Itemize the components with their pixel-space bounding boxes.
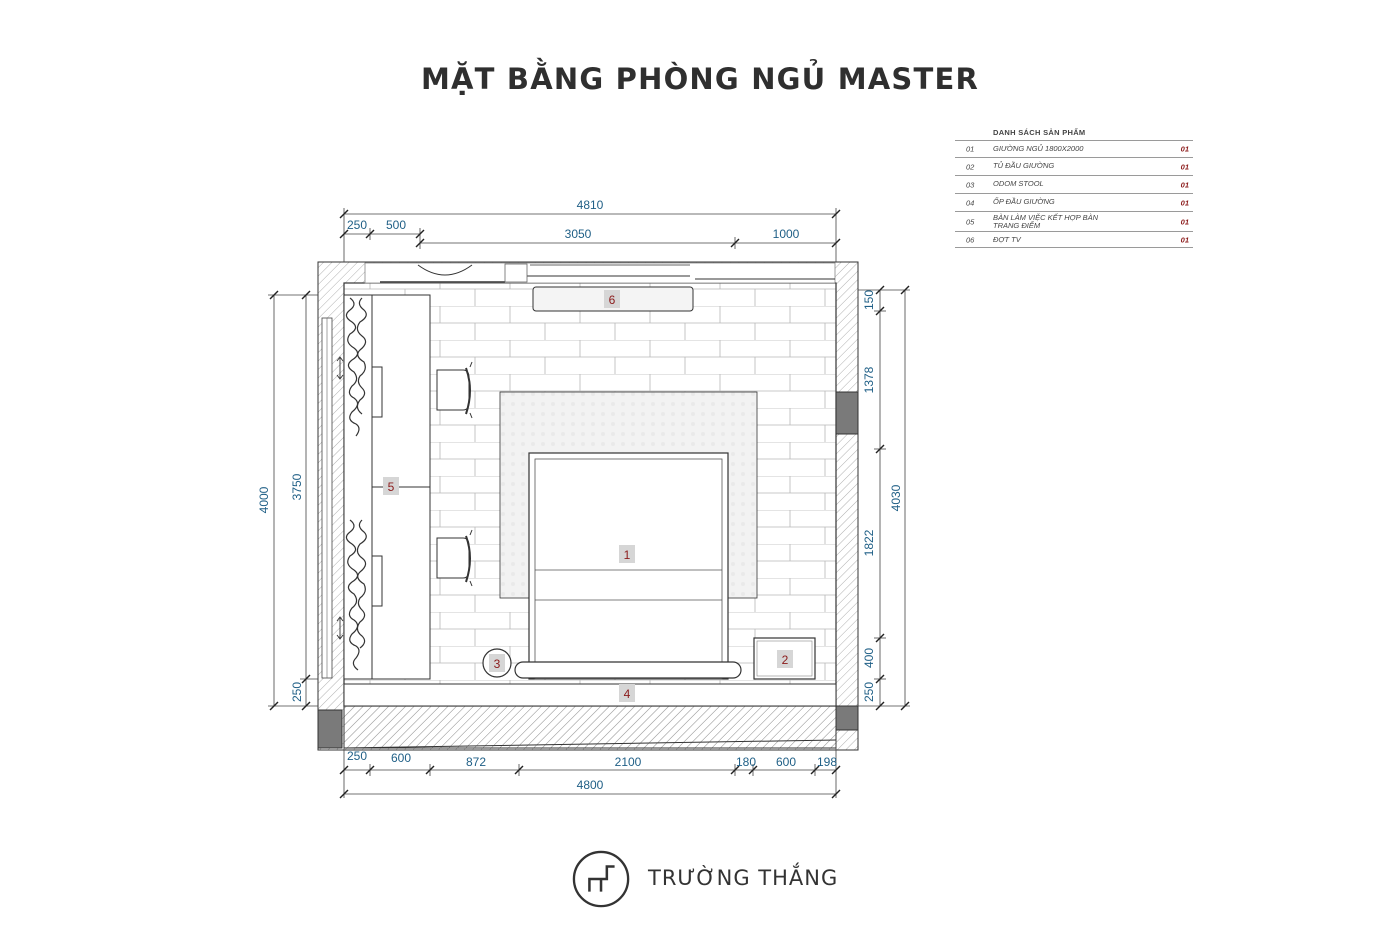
product-row: 04 ỐP ĐẦU GIƯỜNG 01	[955, 193, 1193, 211]
product-name: ĐỢT TV	[993, 235, 1021, 244]
dim-bottom-e: 180	[736, 755, 756, 769]
product-row: 06 ĐỢT TV 01	[955, 231, 1193, 248]
dim-bottom-c: 872	[466, 755, 486, 769]
product-number: 04	[966, 198, 975, 207]
dim-left-bottom: 250	[290, 682, 304, 702]
dim-left-inner: 3750	[290, 473, 304, 500]
dim-right-total: 4030	[889, 484, 903, 511]
product-name: ODOM STOOL	[993, 179, 1044, 188]
product-name: TỦ ĐẦU GIƯỜNG	[993, 161, 1055, 170]
product-name: GIƯỜNG NGỦ 1800x2000	[993, 144, 1084, 153]
dim-left-outer: 4000	[257, 486, 271, 513]
dim-bottom-f: 600	[776, 755, 796, 769]
dim-top-total: 4810	[577, 198, 604, 212]
dim-top-d: 1000	[773, 227, 800, 241]
product-row: 02 TỦ ĐẦU GIƯỜNG 01	[955, 157, 1193, 175]
product-row: 01 GIƯỜNG NGỦ 1800x2000 01	[955, 140, 1193, 157]
tag-tv-shelf: 6	[609, 293, 616, 307]
product-qty: 01	[1180, 235, 1189, 244]
dim-right-a: 150	[862, 290, 876, 310]
brand-name: TRƯỜNG THẮNG	[648, 866, 839, 890]
dim-bottom-b: 600	[391, 751, 411, 765]
product-list: DANH SÁCH SẢN PHẨM 01 GIƯỜNG NGỦ 1800x20…	[955, 128, 1193, 248]
chair	[436, 529, 473, 587]
product-name: ỐP ĐẦU GIƯỜNG	[993, 197, 1055, 206]
product-row: 03 ODOM STOOL 01	[955, 175, 1193, 193]
product-name: BÀN LÀM VIỆC KẾT HỢP BÀN TRANG ĐIỂM	[993, 213, 1098, 230]
dim-bottom-d: 2100	[615, 755, 642, 769]
tag-desk: 5	[388, 480, 395, 494]
dim-right-c: 1822	[862, 529, 876, 556]
dim-top-c: 3050	[565, 227, 592, 241]
headboard-panel	[343, 683, 837, 707]
product-qty: 01	[1180, 217, 1189, 226]
product-qty: 01	[1180, 162, 1189, 171]
product-number: 05	[966, 217, 975, 226]
product-number: 01	[966, 144, 975, 154]
dim-top-a: 250	[347, 218, 367, 232]
dim-bottom-a: 250	[347, 749, 367, 763]
dim-bottom-total: 4800	[577, 778, 604, 792]
product-number: 03	[966, 180, 975, 189]
product-qty: 01	[1180, 180, 1189, 189]
product-number: 06	[966, 235, 975, 244]
brand-logo	[572, 850, 630, 908]
tag-bed: 1	[624, 548, 631, 562]
dim-right-b: 1378	[862, 366, 876, 393]
tag-headboard: 4	[624, 687, 631, 701]
dim-right-e: 250	[862, 682, 876, 702]
chair	[436, 361, 473, 419]
dim-top-b: 500	[386, 218, 406, 232]
product-number: 02	[966, 162, 975, 171]
product-qty: 01	[1180, 198, 1189, 207]
tag-nightstand: 2	[782, 653, 789, 667]
headboard-cushion	[514, 661, 742, 679]
bed	[528, 452, 729, 680]
product-list-header: DANH SÁCH SẢN PHẨM	[993, 128, 1086, 137]
dim-bottom-g: 198	[817, 755, 837, 769]
curtain	[336, 297, 367, 671]
dim-right-d: 400	[862, 648, 876, 668]
product-qty: 01	[1180, 144, 1189, 154]
product-row: 05 BÀN LÀM VIỆC KẾT HỢP BÀN TRANG ĐIỂM 0…	[955, 211, 1193, 231]
page-title: MẶT BẰNG PHÒNG NGỦ MASTER	[420, 62, 980, 96]
tag-stool: 3	[494, 657, 501, 671]
